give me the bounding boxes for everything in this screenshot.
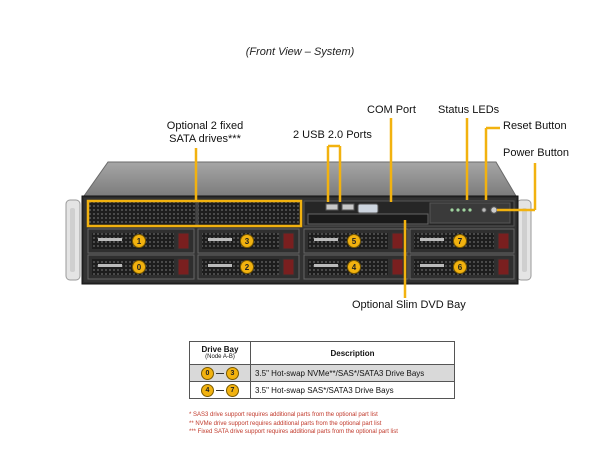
footnote: *** Fixed SATA drive support requires ad… <box>189 429 398 435</box>
bay-number-label: 6 <box>458 263 463 272</box>
callout-sata-box <box>86 199 303 228</box>
bay-number-badge <box>240 260 254 274</box>
footnotes: * SAS3 drive support requires additional… <box>189 411 398 437</box>
usb-port-1[interactable] <box>325 203 339 211</box>
chassis-top <box>83 161 517 197</box>
front-panel-module <box>303 200 515 227</box>
rack-ear-right <box>516 199 532 281</box>
drive-bay-1[interactable]: 1 <box>87 228 195 254</box>
bay-number-badge <box>132 234 146 248</box>
label-reset-button: Reset Button <box>503 120 567 132</box>
drive-bay-0[interactable]: 0 <box>87 254 195 280</box>
callout-lines <box>86 118 537 298</box>
range-dash <box>216 389 224 391</box>
label-dvd-bay: Optional Slim DVD Bay <box>352 299 466 311</box>
status-led-4 <box>468 208 472 212</box>
bay-number-badge <box>347 234 361 248</box>
bay-badge: 3 <box>226 366 239 380</box>
range-dash <box>216 372 224 374</box>
drive-tray-latch[interactable] <box>282 258 295 276</box>
drive-tray-latch[interactable] <box>391 258 404 276</box>
drive-tray-latch[interactable] <box>177 258 190 276</box>
fixed-sata-area <box>87 200 302 227</box>
server-front-view: 1 3 5 7 0 2 4 6 <box>65 118 537 298</box>
bay-number-badge <box>347 260 361 274</box>
label-status-leds: Status LEDs <box>438 104 500 116</box>
status-led-2 <box>456 208 460 212</box>
label-com-port: COM Port <box>367 104 416 116</box>
bay-description: 3.5" Hot-swap SAS*/SATA3 Drive Bays <box>250 381 455 399</box>
bay-number-badge <box>453 260 467 274</box>
header-drive-bay: Drive Bay (Node A-B) <box>189 341 251 365</box>
drive-bay-4[interactable]: 4 <box>303 254 409 280</box>
rack-ear-left <box>65 199 81 281</box>
figure-caption: (Front View – System) <box>245 46 355 58</box>
bay-number-label: 7 <box>458 237 463 246</box>
bay-description: 3.5" Hot-swap NVMe**/SAS*/SATA3 Drive Ba… <box>250 364 455 382</box>
bay-badge: 0 <box>201 366 214 380</box>
drive-bay-3[interactable]: 3 <box>197 228 300 254</box>
header-drive-bay-label: Drive Bay <box>201 345 239 354</box>
reset-button[interactable] <box>481 207 487 213</box>
bay-number-badge <box>132 260 146 274</box>
bay-number-label: 2 <box>245 263 250 272</box>
dvd-bay[interactable] <box>307 213 429 225</box>
label-optional-sata: Optional 2 fixed SATA drives*** <box>150 120 260 146</box>
bay-badge: 4 <box>201 383 214 397</box>
bay-number-label: 1 <box>137 237 142 246</box>
drive-tray-latch[interactable] <box>282 232 295 250</box>
drive-bay-7[interactable]: 7 <box>409 228 515 254</box>
footnote: * SAS3 drive support requires additional… <box>189 412 378 418</box>
drive-bay-5[interactable]: 5 <box>303 228 409 254</box>
drive-tray-latch[interactable] <box>497 258 510 276</box>
label-optional-sata-line1: Optional 2 fixed <box>166 120 244 132</box>
drive-bays: 1 3 5 7 0 2 4 6 <box>87 228 515 280</box>
header-description: Description <box>250 341 455 365</box>
bay-number-badge <box>453 234 467 248</box>
status-led-3 <box>462 208 466 212</box>
label-usb-ports: 2 USB 2.0 Ports <box>293 129 372 141</box>
drive-tray-latch[interactable] <box>391 232 404 250</box>
drive-bay-6[interactable]: 6 <box>409 254 515 280</box>
status-led-1 <box>450 208 454 212</box>
label-optional-sata-line2: SATA drives*** <box>169 133 241 145</box>
label-power-button: Power Button <box>503 147 570 159</box>
com-port[interactable] <box>357 203 379 214</box>
bay-badge: 7 <box>226 383 239 397</box>
footnote: ** NVMe drive support requires additiona… <box>189 420 382 427</box>
bay-number-label: 5 <box>352 237 357 246</box>
usb-port-2[interactable] <box>341 203 355 211</box>
drive-tray-latch[interactable] <box>177 232 190 250</box>
drive-tray-latch[interactable] <box>497 232 510 250</box>
drive-bay-2[interactable]: 2 <box>197 254 300 280</box>
bay-number-badge <box>240 234 254 248</box>
bay-number-label: 4 <box>352 263 357 272</box>
power-button[interactable] <box>490 206 498 214</box>
table-header-row: Drive Bay (Node A-B) Description <box>189 341 455 365</box>
bay-number-label: 3 <box>245 237 250 246</box>
header-drive-bay-sub: (Node A-B) <box>205 354 235 360</box>
bay-number-label: 0 <box>137 263 142 272</box>
